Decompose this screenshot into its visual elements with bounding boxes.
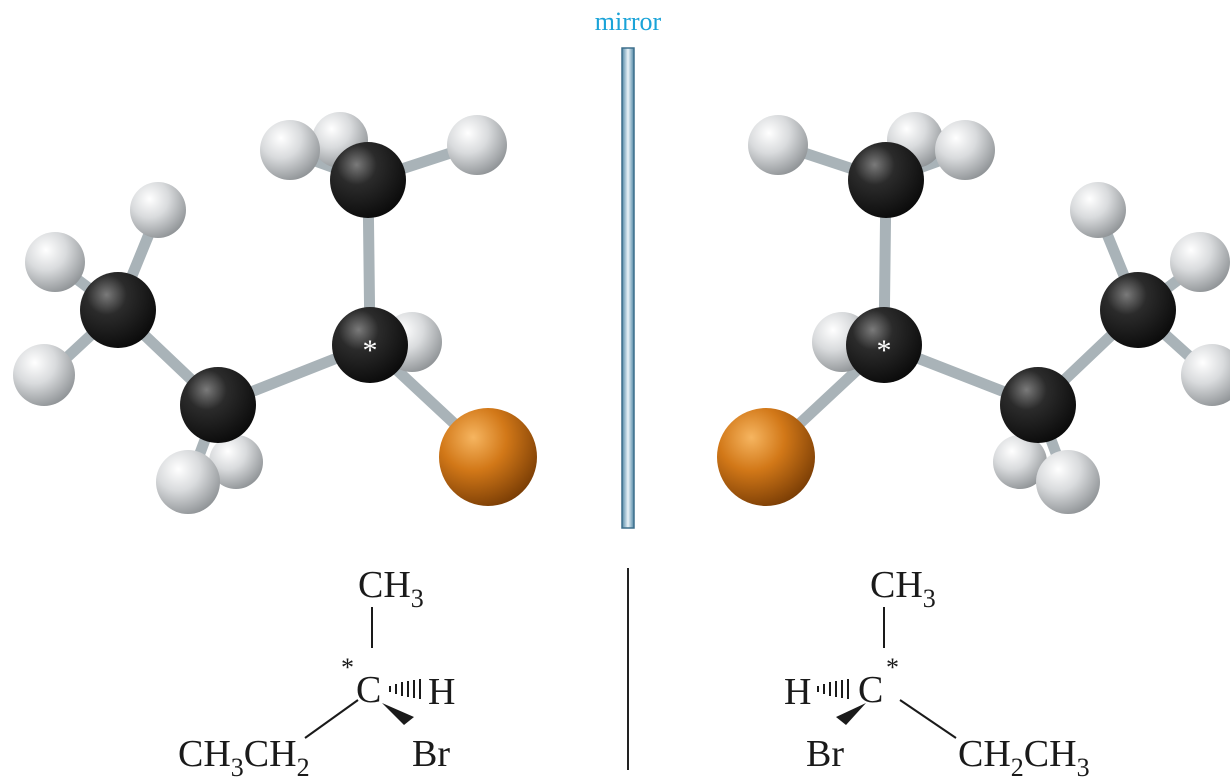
carbon-atom-stereocenter	[846, 307, 922, 383]
hydrogen-atom	[1170, 232, 1230, 292]
right-br-atom: Br	[806, 733, 844, 775]
hydrogen-atom	[935, 120, 995, 180]
carbon-atom	[848, 142, 924, 218]
carbon-atom	[330, 142, 406, 218]
stereocenter-star: *	[877, 334, 892, 367]
hydrogen-atom	[260, 120, 320, 180]
carbon-atom	[80, 272, 156, 348]
hydrogen-atom	[156, 450, 220, 514]
bromine-atom	[439, 408, 537, 506]
left-center-carbon: C	[356, 669, 381, 711]
right-bond-down-right	[899, 699, 957, 739]
hydrogen-atom	[25, 232, 85, 292]
left-bond-down-left	[304, 699, 359, 739]
right-ethyl-group: CH2CH3	[958, 733, 1090, 779]
hydrogen-atom	[1036, 450, 1100, 514]
left-star: *	[341, 653, 354, 682]
mirror-label: mirror	[595, 7, 662, 36]
left-molecule-model: *	[13, 112, 537, 514]
right-solid-wedge	[836, 703, 866, 725]
right-star: *	[886, 653, 899, 682]
hydrogen-atom	[748, 115, 808, 175]
left-ethyl-group: CH3CH2	[178, 733, 310, 779]
hydrogen-atom	[447, 115, 507, 175]
mirror-pane	[621, 47, 635, 529]
left-br-atom: Br	[412, 733, 450, 775]
bromine-atom	[717, 408, 815, 506]
hydrogen-atom	[993, 435, 1047, 489]
stereocenter-star: *	[363, 334, 378, 367]
carbon-atom	[1100, 272, 1176, 348]
left-structural-formula: CH3 * C H CH3CH2 Br	[178, 564, 455, 779]
right-structural-formula: CH3 H C * Br CH2CH3	[784, 564, 1090, 779]
hydrogen-atom	[1181, 344, 1230, 406]
hydrogen-atom	[130, 182, 186, 238]
left-solid-wedge	[382, 703, 414, 725]
right-hashed-wedge	[817, 679, 849, 699]
carbon-atom	[180, 367, 256, 443]
carbon-atom-stereocenter	[332, 307, 408, 383]
hydrogen-atom	[209, 435, 263, 489]
hydrogen-atom	[1070, 182, 1126, 238]
hydrogen-atom	[13, 344, 75, 406]
left-ch3-group: CH3	[358, 564, 424, 613]
right-center-carbon: C	[858, 669, 883, 711]
right-ch3-group: CH3	[870, 564, 936, 613]
right-h-atom: H	[784, 671, 811, 713]
carbon-atom	[1000, 367, 1076, 443]
right-molecule-model: *	[717, 112, 1230, 514]
left-h-atom: H	[428, 671, 455, 713]
left-hashed-wedge	[389, 679, 421, 699]
